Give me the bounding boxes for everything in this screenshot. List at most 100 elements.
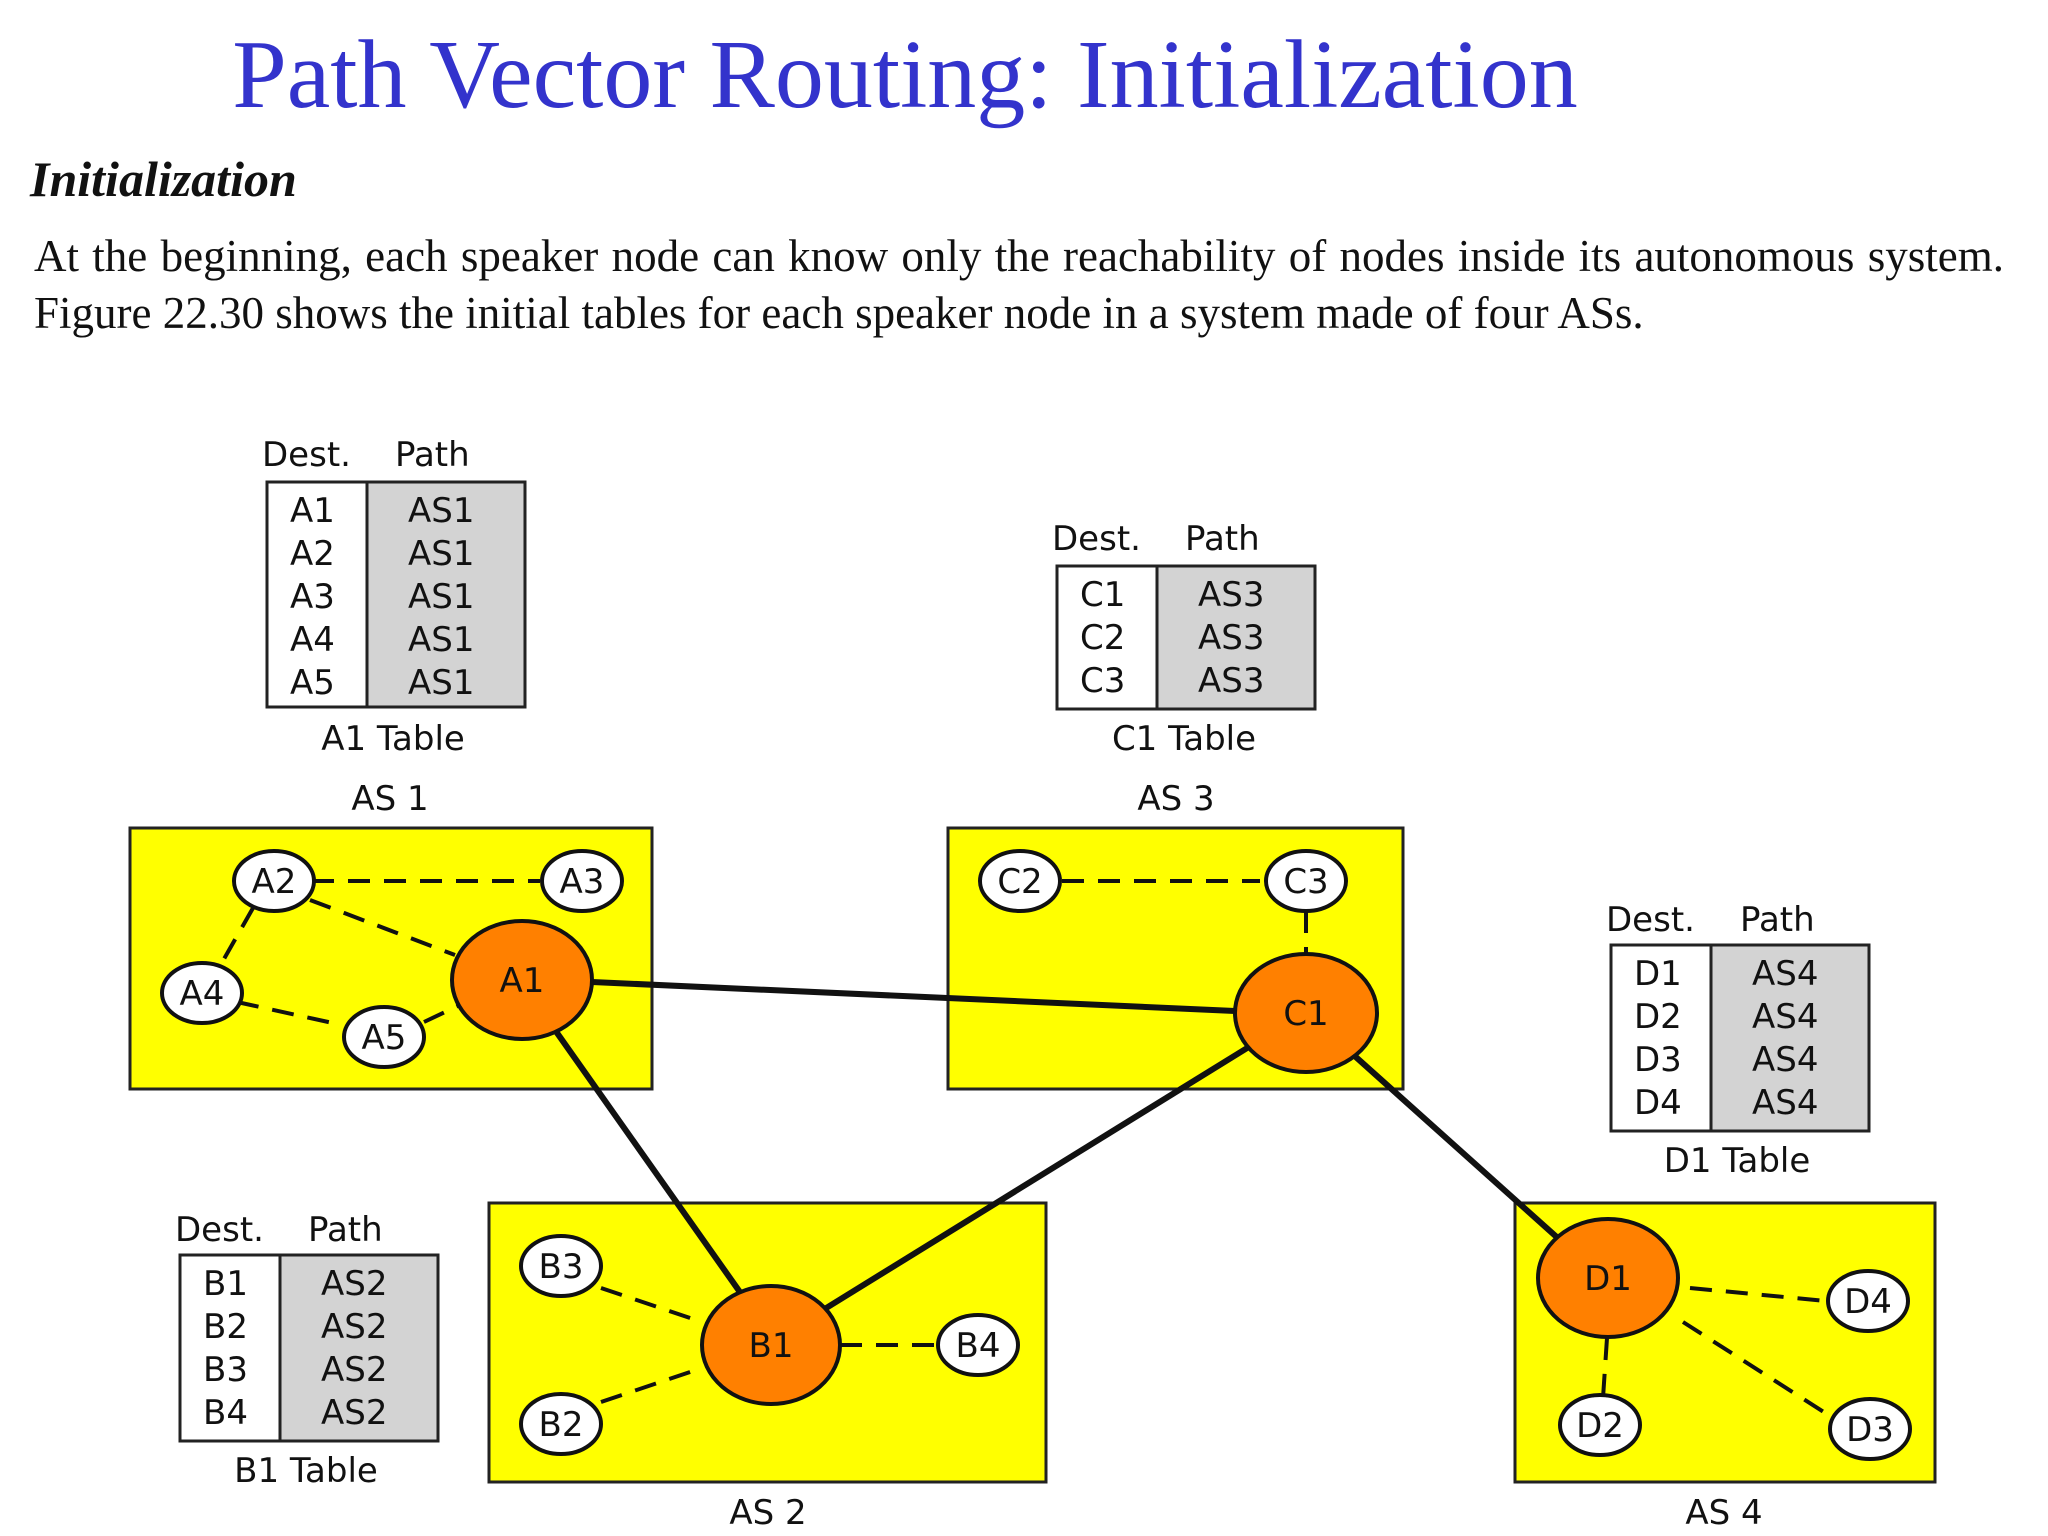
- node-a5: [342, 1005, 426, 1069]
- c1-row-2-dest: C3: [1080, 661, 1125, 701]
- b1-row-3-dest: B4: [203, 1393, 248, 1433]
- b1-row-2-path: AS2: [321, 1350, 387, 1390]
- a1-table-caption: A1 Table: [321, 719, 465, 759]
- node-c1-label: C1: [1283, 994, 1328, 1034]
- link-a4-a5: [236, 1000, 343, 1027]
- d1-row-1-path: AS4: [1752, 997, 1818, 1037]
- a1-row-0-path: AS1: [408, 491, 474, 531]
- d1-row-3-dest: D4: [1634, 1083, 1682, 1123]
- as1-label: AS 1: [351, 779, 428, 819]
- node-b2: [519, 1392, 603, 1456]
- d1-row-1-dest: D2: [1634, 997, 1682, 1037]
- a1-row-4-dest: A5: [290, 663, 335, 703]
- d1-table-header-dest: Dest.: [1606, 900, 1695, 940]
- link-d1-d3: [1681, 1320, 1832, 1418]
- link-b1-c1: [821, 1042, 1254, 1313]
- speaker-node-c1: [1233, 952, 1379, 1074]
- d1-table: Dest. Path D1 AS4 D2 AS4 D3 AS4 D4 AS4 D…: [1606, 900, 1871, 1181]
- as2-label: AS 2: [729, 1493, 806, 1533]
- b1-row-1-dest: B2: [203, 1307, 248, 1347]
- node-b4-label: B4: [956, 1326, 1001, 1366]
- as4-label: AS 4: [1685, 1493, 1762, 1533]
- link-a1-b1: [552, 1028, 745, 1297]
- node-d4: [1826, 1269, 1910, 1333]
- c1-table-header-dest: Dest.: [1052, 519, 1141, 559]
- c1-table: Dest. Path C1 AS3 C2 AS3 C3 AS3 C1 Table: [1052, 519, 1317, 759]
- node-a1-label: A1: [500, 961, 545, 1001]
- node-c2-label: C2: [997, 862, 1042, 902]
- node-a5-label: A5: [362, 1018, 407, 1058]
- a1-table-header-path: Path: [395, 435, 470, 475]
- speaker-node-b1: [700, 1284, 842, 1406]
- node-d3: [1828, 1397, 1912, 1461]
- node-b3: [519, 1234, 603, 1298]
- link-a5-a1: [423, 1002, 463, 1024]
- d1-row-2-path: AS4: [1752, 1040, 1818, 1080]
- a1-table: Dest. Path A1 AS1 A2 AS1 A3 AS1 A4 AS1 A…: [262, 435, 527, 759]
- b1-table-header-path: Path: [308, 1210, 383, 1250]
- node-a2: [232, 849, 316, 913]
- c1-row-0-path: AS3: [1198, 575, 1264, 615]
- node-c2: [978, 849, 1062, 913]
- link-a1-c1: [591, 979, 1236, 1014]
- description-paragraph: At the beginning, each speaker node can …: [34, 231, 2004, 338]
- node-d1-label: D1: [1584, 1259, 1632, 1299]
- d1-row-0-dest: D1: [1634, 954, 1682, 994]
- node-b4: [936, 1313, 1020, 1377]
- node-a3: [540, 849, 624, 913]
- node-d4-label: D4: [1844, 1282, 1892, 1322]
- node-b1-label: B1: [749, 1326, 794, 1366]
- c1-row-1-path: AS3: [1198, 618, 1264, 658]
- a1-row-1-dest: A2: [290, 534, 335, 574]
- link-b2-b1: [600, 1366, 703, 1404]
- link-c1-d1: [1345, 1047, 1563, 1243]
- link-d1-d2: [1601, 1337, 1609, 1399]
- node-d3-label: D3: [1846, 1410, 1894, 1450]
- speaker-node-a1: [450, 919, 594, 1041]
- node-d2-label: D2: [1576, 1406, 1624, 1446]
- b1-row-0-path: AS2: [321, 1264, 387, 1304]
- a1-row-2-dest: A3: [290, 577, 335, 617]
- node-c3-label: C3: [1283, 862, 1328, 902]
- page-title: Path Vector Routing: Initialization: [232, 21, 1578, 129]
- b1-row-1-path: AS2: [321, 1307, 387, 1347]
- node-a4-label: A4: [180, 974, 225, 1014]
- a1-row-4-path: AS1: [408, 663, 474, 703]
- a1-table-header-dest: Dest.: [262, 435, 351, 475]
- d1-row-2-dest: D3: [1634, 1040, 1682, 1080]
- c1-row-0-dest: C1: [1080, 575, 1125, 615]
- link-a2-a1: [309, 898, 456, 957]
- d1-table-header-path: Path: [1740, 900, 1815, 940]
- d1-row-3-path: AS4: [1752, 1083, 1818, 1123]
- b1-table: Dest. Path B1 AS2 B2 AS2 B3 AS2 B4 AS2 B…: [175, 1210, 440, 1491]
- as3-label: AS 3: [1137, 779, 1214, 819]
- c1-table-header-path: Path: [1185, 519, 1260, 559]
- d1-row-0-path: AS4: [1752, 954, 1818, 994]
- b1-row-2-dest: B3: [203, 1350, 248, 1390]
- node-b2-label: B2: [539, 1405, 584, 1445]
- d1-table-caption: D1 Table: [1664, 1141, 1811, 1181]
- b1-row-3-path: AS2: [321, 1393, 387, 1433]
- c1-table-caption: C1 Table: [1112, 719, 1256, 759]
- a1-row-3-dest: A4: [290, 620, 335, 660]
- b1-row-0-dest: B1: [203, 1264, 248, 1304]
- b1-table-header-dest: Dest.: [175, 1210, 264, 1250]
- node-c3: [1264, 849, 1348, 913]
- a1-row-2-path: AS1: [408, 577, 474, 617]
- a1-row-1-path: AS1: [408, 534, 474, 574]
- section-heading: Initialization: [30, 151, 297, 207]
- link-d1-d4: [1689, 1286, 1827, 1303]
- a1-row-0-dest: A1: [290, 491, 335, 531]
- link-a2-a4: [218, 907, 255, 967]
- speaker-node-d1: [1536, 1217, 1680, 1339]
- b1-table-caption: B1 Table: [234, 1451, 378, 1491]
- link-b3-b1: [600, 1286, 703, 1324]
- node-b3-label: B3: [539, 1247, 584, 1287]
- a1-row-3-path: AS1: [408, 620, 474, 660]
- node-d2: [1558, 1393, 1642, 1457]
- node-a2-label: A2: [252, 862, 297, 902]
- node-a4: [160, 961, 244, 1025]
- node-a3-label: A3: [560, 862, 605, 902]
- c1-row-1-dest: C2: [1080, 618, 1125, 658]
